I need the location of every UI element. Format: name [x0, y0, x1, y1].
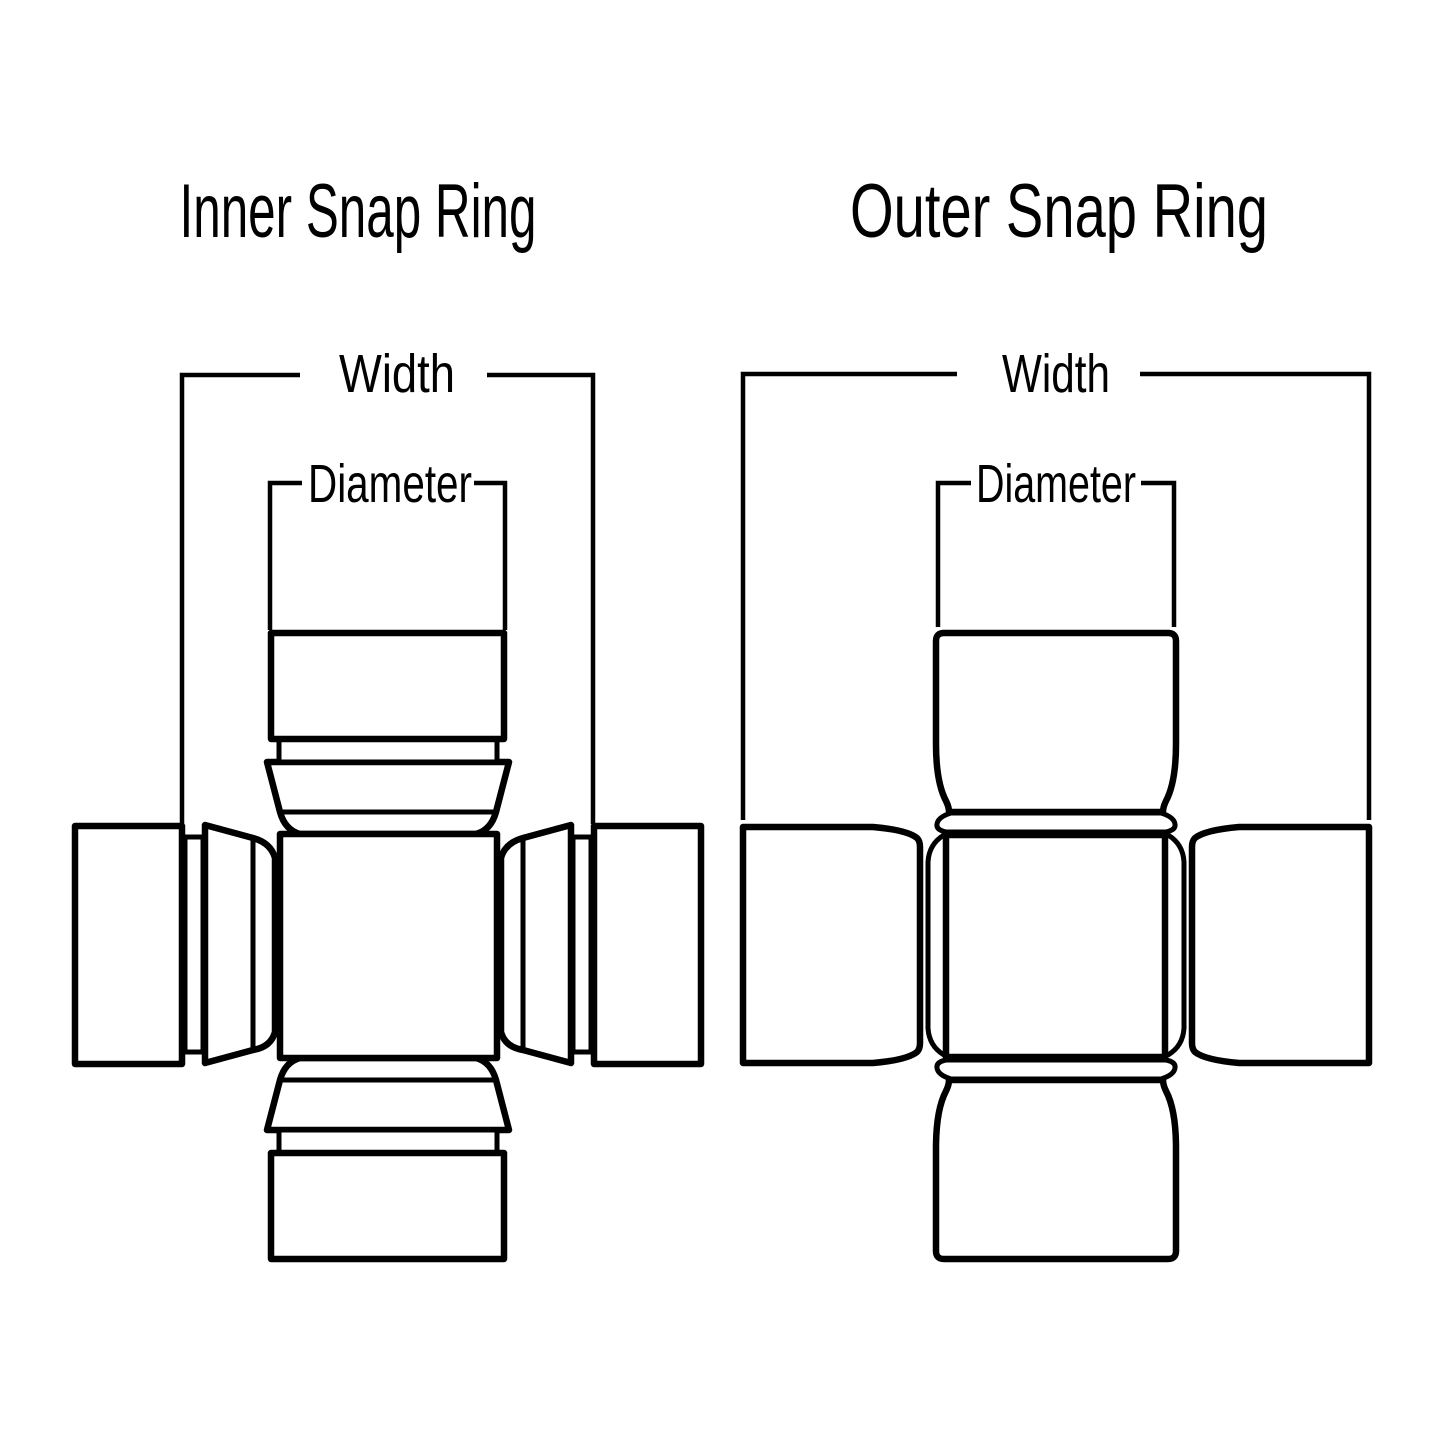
width-bracket-right-line [487, 372, 596, 824]
width-bracket-left-line [179, 372, 300, 824]
seal-flange-bottom-inner [263, 1054, 513, 1134]
diameter-label-outer: Diameter [976, 454, 1136, 514]
width-bracket-left-line [740, 371, 957, 820]
seal-flange-left-inner [201, 821, 279, 1067]
width-dimension-inner: Width [179, 344, 596, 824]
bearing-cup-right-inner [590, 822, 705, 1068]
center-body-outer [942, 831, 1169, 1061]
bearing-cup-left-outer [739, 823, 924, 1067]
diameter-bracket-left-line [267, 480, 302, 630]
seal-lip-right-outer [1165, 832, 1187, 1058]
outer-diagram-title: Outer Snap Ring [850, 169, 1268, 254]
snap-ring-groove-right-inner [570, 834, 594, 1055]
bearing-cup-top-inner [267, 629, 508, 743]
inner-snap-ring-diagram: Inner Snap Ring Width Diameter [71, 169, 705, 1263]
width-bracket-right-line [1140, 371, 1372, 820]
width-dimension-outer: Width [740, 344, 1372, 820]
snap-ring-groove-top-inner [276, 736, 500, 765]
seal-band-bottom-outer [934, 1057, 1178, 1082]
diameter-label-inner: Diameter [308, 454, 472, 514]
seal-flange-top-inner [263, 758, 513, 838]
center-body-inner [276, 830, 501, 1062]
bearing-cup-bottom-inner [267, 1149, 508, 1263]
bearing-cup-right-outer [1188, 823, 1373, 1067]
bearing-cup-bottom-outer [932, 1076, 1180, 1263]
bearing-cup-top-outer [932, 629, 1180, 816]
seal-flange-right-inner [497, 821, 575, 1067]
diameter-dimension-inner: Diameter [267, 454, 508, 630]
snap-ring-groove-bottom-inner [276, 1127, 500, 1156]
ujoint-cross-outer [739, 629, 1373, 1263]
seal-band-top-outer [934, 810, 1178, 835]
width-label-outer: Width [1002, 344, 1110, 404]
diameter-dimension-outer: Diameter [935, 454, 1177, 627]
inner-diagram-title: Inner Snap Ring [180, 169, 537, 254]
snap-ring-groove-left-inner [182, 834, 206, 1055]
width-label-inner: Width [339, 344, 455, 404]
ujoint-cross-inner [71, 629, 705, 1263]
diameter-bracket-right-line [1141, 480, 1177, 627]
outer-snap-ring-diagram: Outer Snap Ring Width Diameter [739, 169, 1373, 1263]
seal-lip-left-outer [925, 832, 947, 1058]
diameter-bracket-left-line [935, 480, 971, 627]
diameter-bracket-right-line [474, 480, 508, 630]
bearing-cup-left-inner [71, 822, 186, 1068]
